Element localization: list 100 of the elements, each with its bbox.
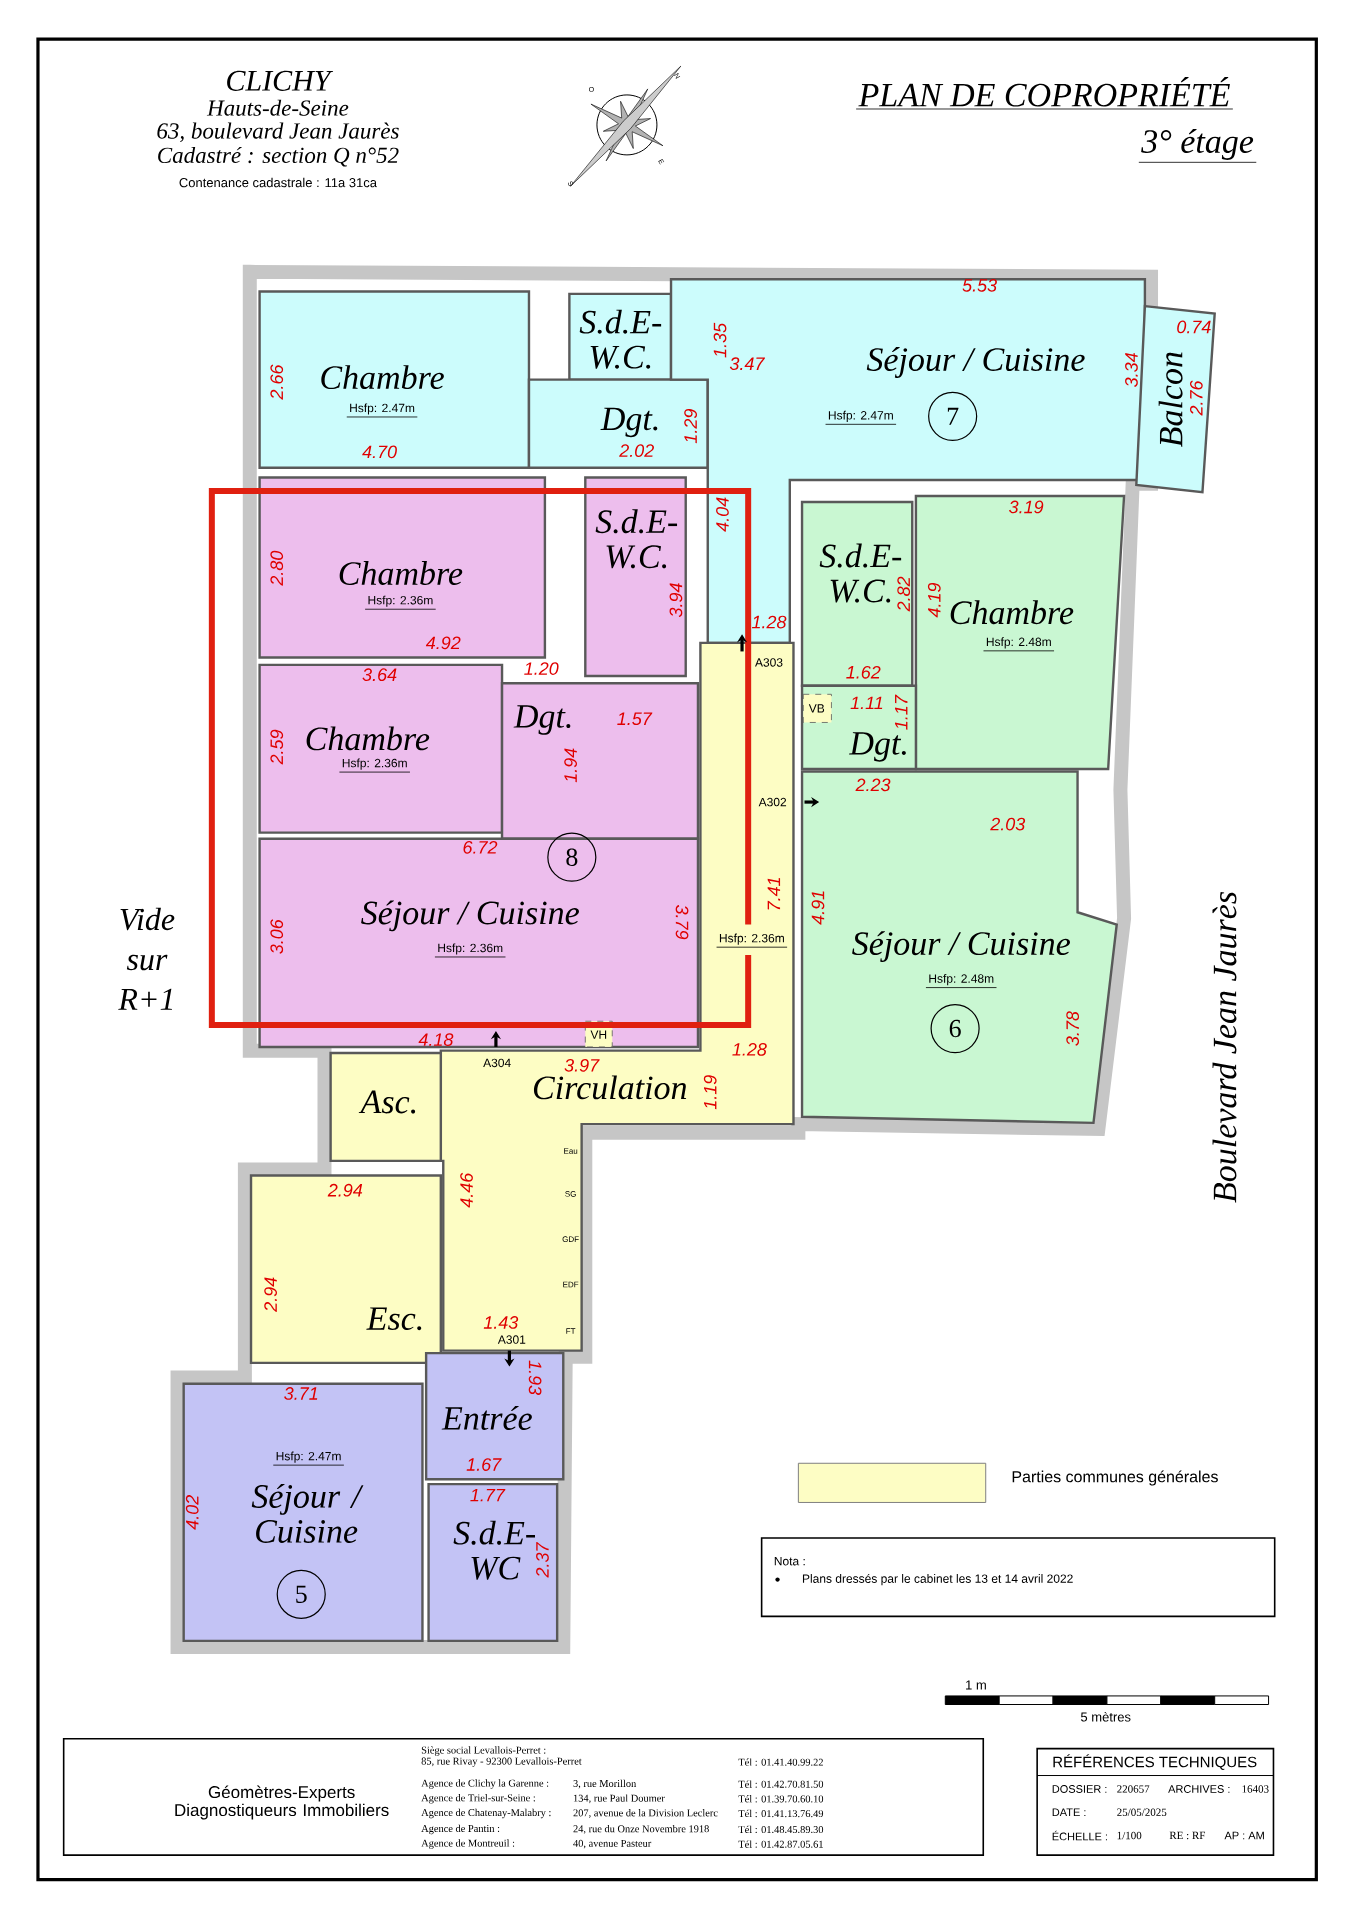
- address-text: Hauts-de-Seine: [207, 99, 349, 116]
- dimension-label: 3.97: [564, 1058, 600, 1072]
- ceiling-height-label: Hsfp: 2.36m: [716, 933, 788, 948]
- room-name: Chambre: [306, 726, 430, 751]
- table-heading: RÉFÉRENCES TECHNIQUES: [1053, 1754, 1257, 1770]
- meter-label: EDF: [563, 1281, 579, 1288]
- address-text: Agence de Clichy la Garenne :: [421, 1779, 549, 1789]
- dimension-label: 3.06: [270, 919, 284, 954]
- address-text: Contenance cadastrale : 11a 31ca: [179, 177, 378, 188]
- dimension-label: 3.19: [1009, 500, 1044, 514]
- room-name: Chambre: [339, 561, 463, 586]
- note-text: Plans dressés par le cabinet les 13 et 14 avril 2022: [803, 1573, 1073, 1586]
- table-cell: DOSSIER :: [1052, 1785, 1107, 1793]
- room: [427, 1482, 559, 1643]
- room: [425, 1351, 565, 1481]
- ceiling-height-label: Hsfp: 2.47m: [346, 403, 418, 418]
- dimension-label: 1.35: [713, 322, 727, 358]
- dimension-label: 2.80: [270, 550, 284, 586]
- room: [182, 1382, 424, 1643]
- address-text: 3, rue Morillon: [573, 1779, 637, 1789]
- ceiling-height-label: Hsfp: 2.47m: [825, 410, 897, 425]
- dimension-label: 1.29: [684, 409, 698, 444]
- ceiling-height-label: Hsfp: 2.48m: [925, 974, 998, 988]
- apartment-number: 7: [928, 391, 978, 441]
- room: [258, 832, 700, 1049]
- dimension-label: 2.94: [264, 1277, 278, 1312]
- room-name: Circulation: [534, 1075, 687, 1100]
- footer-box: [63, 1738, 985, 1856]
- dimension-label: 1.28: [752, 615, 787, 629]
- meter-label: Eau: [564, 1148, 578, 1154]
- dimension-label: 1.62: [846, 665, 881, 679]
- ceiling-height-label: Hsfp: 2.36m: [364, 595, 437, 610]
- meter-box: [803, 693, 833, 723]
- meter-label: SG: [565, 1191, 577, 1197]
- room: [258, 663, 504, 834]
- address-text: Tél : 01.48.45.89.30: [738, 1825, 824, 1834]
- dimension-label: 3.94: [669, 583, 683, 618]
- room-name: Esc.: [366, 1307, 422, 1331]
- dimension-label: 4.18: [418, 1033, 454, 1046]
- address-text: 207, avenue de la Division Leclerc: [573, 1809, 718, 1818]
- note-text: Nota :: [775, 1557, 805, 1566]
- address-text: Siège social Levallois-Perret :: [422, 1746, 546, 1756]
- room-name: S.d.E- W.C.: [579, 309, 662, 369]
- ceiling-height-label: Hsfp: 2.36m: [339, 758, 411, 773]
- dimension-label: 3.64: [362, 668, 397, 682]
- room-name: S.d.E- WC: [453, 1520, 536, 1580]
- address-text: Agence de Triel-sur-Seine :: [421, 1794, 536, 1804]
- profession-text: Géomètres-Experts Diagnostiqueurs Immobiliers: [175, 1785, 389, 1820]
- note-box: [761, 1537, 1276, 1618]
- room: [501, 682, 700, 840]
- dimension-label: 2.66: [270, 364, 284, 400]
- dimension-label: 3.71: [284, 1387, 318, 1400]
- street-name: Boulevard Jean Jaurès: [1212, 891, 1237, 1203]
- address-text: CLICHY: [227, 70, 334, 91]
- dimension-label: 1.94: [564, 748, 578, 783]
- address-text: Agence de Montreuil :: [421, 1839, 515, 1849]
- room: [584, 476, 688, 678]
- room-name: Séjour / Cuisine: [867, 347, 1085, 378]
- scale-label: 1 m: [966, 1680, 987, 1690]
- dimension-label: 1.19: [704, 1075, 717, 1110]
- meter-box-label: VH: [590, 1030, 607, 1039]
- door-label: A301: [498, 1335, 526, 1344]
- ceiling-height-label: Hsfp: 2.47m: [273, 1451, 345, 1466]
- dimension-label: 3.34: [1125, 352, 1139, 387]
- address-text: 63, boulevard Jean Jaurès: [157, 122, 399, 142]
- dimension-label: 1.20: [524, 662, 559, 675]
- address-text: 85, rue Rivay - 92300 Levallois-Perret: [421, 1757, 582, 1767]
- reference-table: [1036, 1747, 1275, 1856]
- dimension-label: 4.19: [928, 582, 941, 618]
- table-cell: ÉCHELLE :: [1052, 1830, 1108, 1841]
- dimension-label: 6.72: [463, 841, 498, 854]
- door-label: A304: [483, 1058, 512, 1068]
- apartment-number: 6: [930, 1004, 980, 1054]
- dimension-label: 2.76: [1190, 380, 1203, 416]
- address-text: 40, avenue Pasteur: [573, 1839, 652, 1849]
- dimension-label: 1.57: [617, 712, 653, 726]
- table-cell: ARCHIVES :: [1168, 1785, 1230, 1793]
- heading-text: 3° étage: [1138, 129, 1257, 163]
- dimension-label: 2.59: [270, 729, 284, 765]
- dimension-label: 4.02: [186, 1495, 199, 1530]
- room-name: Dgt.: [600, 407, 658, 438]
- meter-label: FT: [566, 1328, 576, 1334]
- address-text: Tél : 01.42.87.05.61: [738, 1840, 824, 1848]
- meter-box-label: VB: [809, 704, 825, 713]
- apartment-number: 5: [276, 1569, 327, 1619]
- room-name: Balcon: [1158, 352, 1183, 447]
- apartment-number: 8: [547, 832, 597, 882]
- meter-label: GDF: [562, 1236, 579, 1242]
- room-name: Dgt.: [513, 705, 571, 735]
- room-name: Entrée: [441, 1406, 533, 1430]
- dimension-label: 3.79: [675, 904, 689, 940]
- scale-label: 5 mètres: [1081, 1711, 1131, 1722]
- door-label: A303: [755, 658, 783, 667]
- room: [329, 1051, 443, 1163]
- room-name: Chambre: [950, 600, 1074, 625]
- address-text: 24, rue du Onze Novembre 1918: [573, 1825, 710, 1834]
- dimension-label: 3.47: [730, 357, 766, 371]
- dimension-label: 2.23: [855, 778, 891, 792]
- room-name: Chambre: [321, 365, 445, 390]
- dimension-label: 5.53: [962, 278, 998, 292]
